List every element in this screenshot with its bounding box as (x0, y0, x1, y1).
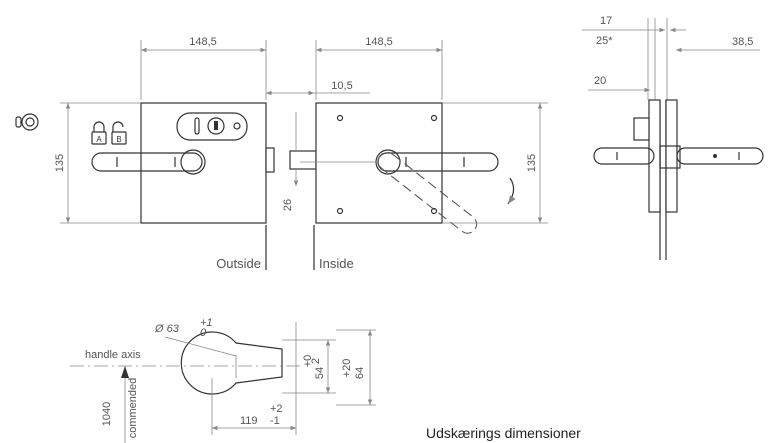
svg-text:B: B (116, 135, 121, 144)
dim-119-tol-bottom: -1 (270, 415, 280, 427)
diameter-label: Ø 63 (154, 323, 180, 335)
outside-lock-body (140, 102, 267, 224)
handle-axis-label: handle axis (85, 349, 141, 361)
code-panel-slot (194, 117, 200, 135)
outside-view: 148,5 A B 135 (15, 36, 275, 224)
side-cylinder (633, 117, 650, 141)
glass-section: Outside Inside 10,5 26 (216, 80, 370, 271)
outside-handle (91, 152, 203, 172)
dim-64-label: 64 (354, 367, 366, 379)
cutout-outline (180, 331, 283, 395)
glass-offset-label: 26 (282, 199, 294, 211)
side-lock-inner (665, 99, 678, 213)
inside-width-label: 148,5 (365, 36, 393, 48)
dim-54-tol-top: +0 (302, 355, 314, 368)
side-view: 17 25* 38,5 20 (582, 15, 764, 260)
cylinder-icon (207, 117, 225, 135)
side-handle-right (676, 147, 764, 165)
padlock-icon: A (91, 121, 107, 145)
outside-label: Outside (216, 256, 261, 271)
indicator-icon (233, 122, 241, 130)
cylinder-side-icon (15, 113, 39, 131)
rotation-arrow-icon (507, 177, 516, 205)
diameter-leader (164, 336, 237, 357)
recommended-label: commended (127, 378, 139, 439)
outside-width-label: 148,5 (189, 36, 217, 48)
side-38-label: 38,5 (732, 36, 753, 48)
dim-54-label: 54 (314, 367, 326, 379)
height-right-label: 135 (526, 154, 538, 172)
outside-lock-spindle (265, 147, 275, 173)
cutout-detail: handle axis 1040 commended Ø 63 +1 0 54 … (70, 317, 376, 443)
padlock-open-icon: B (111, 121, 127, 145)
arrow-up-icon (121, 366, 129, 378)
spindle (289, 150, 317, 170)
handle-screw-icon (713, 154, 717, 158)
key-slot-icon (214, 121, 218, 130)
code-panel (176, 112, 248, 141)
diameter-tol-bottom: 0 (200, 327, 207, 339)
offset-label: 10,5 (331, 80, 352, 92)
dim-119-tol-top: +2 (270, 403, 283, 415)
handle-rosette (180, 149, 206, 175)
cutout-caption: Udskærings dimensioner (426, 425, 581, 441)
side-20-label: 20 (594, 75, 606, 87)
side-handle-left (593, 147, 655, 165)
svg-text:A: A (96, 135, 102, 144)
side-spindle (659, 145, 681, 169)
height-left-label: 135 (54, 154, 66, 172)
side-25-label: 25* (596, 35, 613, 47)
dim-54-tol-bottom: 2 (310, 358, 322, 364)
dim-64-tol: +20 (341, 359, 353, 378)
dim-119-label: 119 (240, 415, 258, 427)
inside-label: Inside (319, 256, 354, 271)
side-17-label: 17 (600, 15, 612, 27)
diameter-tol-top: +1 (200, 317, 213, 329)
height-1040-label: 1040 (101, 402, 113, 426)
inside-view: 148,5 135 (300, 36, 548, 234)
inside-lock-body (315, 102, 443, 224)
inside-handle-rotated (377, 151, 478, 234)
screw-icon (336, 114, 438, 215)
